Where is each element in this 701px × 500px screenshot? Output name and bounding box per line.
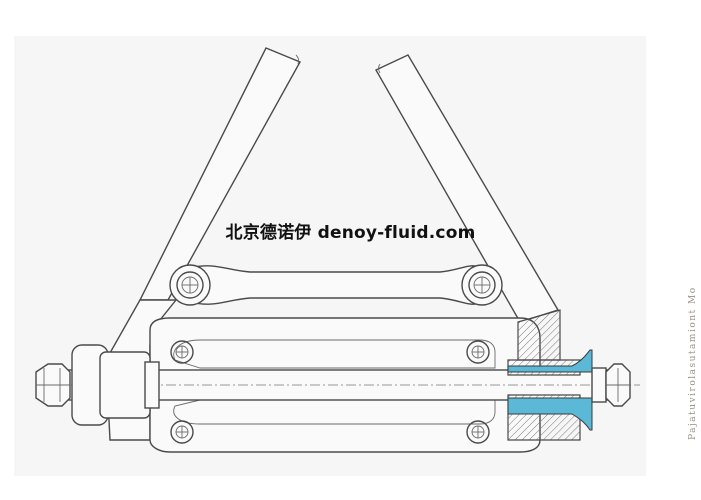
right-housing-section bbox=[507, 309, 581, 441]
upper-left-pivot-bolt bbox=[176, 271, 204, 299]
left-end-flange bbox=[71, 344, 160, 426]
lower-left-bottom-bolt bbox=[170, 420, 194, 444]
right-nut bbox=[591, 363, 631, 407]
rubber-bushing bbox=[507, 349, 593, 431]
left-nut bbox=[35, 363, 71, 407]
lower-right-top-bolt bbox=[466, 340, 490, 364]
side-caption-fragment: Pajatuvirolasutamiont Mo bbox=[688, 286, 698, 440]
lower-left-top-bolt bbox=[170, 340, 194, 364]
watermark-text: 北京德诺伊 denoy-fluid.com bbox=[225, 223, 476, 243]
upper-link bbox=[169, 264, 503, 306]
upper-right-pivot-bolt bbox=[468, 271, 496, 299]
lower-right-bottom-bolt bbox=[466, 420, 490, 444]
